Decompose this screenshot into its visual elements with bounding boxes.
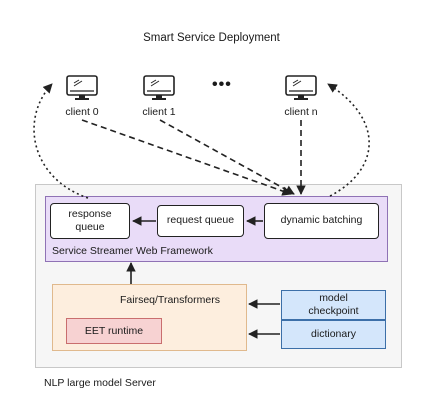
response-queue-node: response queue — [50, 203, 130, 239]
request-queue-node: request queue — [157, 205, 244, 237]
model-checkpoint-node: model checkpoint — [281, 290, 386, 320]
response-arrows — [33, 83, 370, 199]
monitor-icon — [285, 75, 317, 100]
client-n-label: client n — [284, 106, 318, 118]
monitor-icon — [66, 75, 98, 100]
client-0-label: client 0 — [65, 106, 99, 118]
dynamic-batching-node: dynamic batching — [264, 203, 379, 239]
monitor-icon — [143, 75, 175, 100]
dictionary-node: dictionary — [281, 320, 386, 349]
diagram-title: Smart Service Deployment — [143, 32, 280, 44]
fairseq-label: Fairseq/Transformers — [120, 294, 220, 306]
server-label: NLP large model Server — [44, 377, 156, 389]
request-arrows — [81, 119, 306, 196]
web-framework-label: Service Streamer Web Framework — [52, 245, 213, 257]
eet-runtime-node: EET runtime — [66, 318, 162, 344]
clients-ellipsis: ••• — [212, 76, 232, 93]
internal-arrows — [126, 216, 280, 339]
client-1-label: client 1 — [142, 106, 176, 118]
